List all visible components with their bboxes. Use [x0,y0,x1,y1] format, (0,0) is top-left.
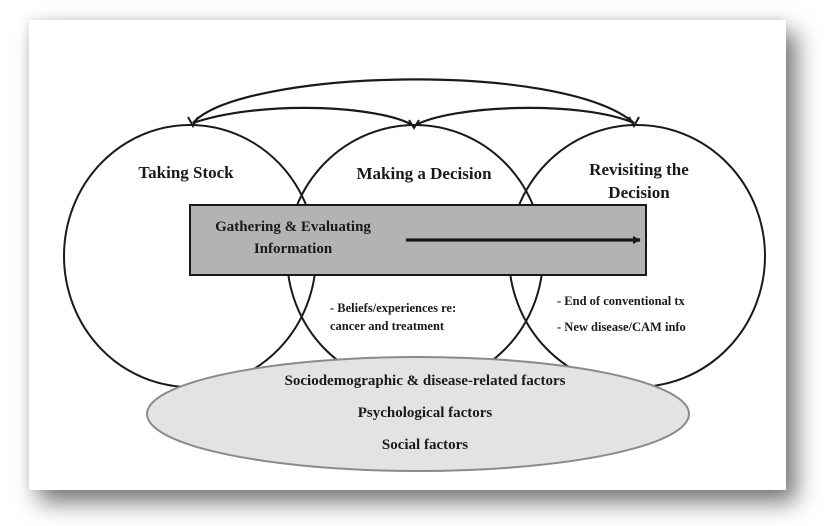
cycle-arc-outer [192,78,635,124]
phase-title-taking-stock: Taking Stock [138,163,234,182]
factor-sociodemographic: Sociodemographic & disease-related facto… [285,373,566,389]
factor-social: Social factors [382,437,468,453]
phase-title-revisiting-line2: Decision [608,183,670,202]
revisiting-note-2: - New disease/CAM info [557,320,686,334]
factors-ellipse [146,356,690,472]
cycle-arc-left [192,106,415,127]
revisiting-note-1: - End of conventional tx [557,294,686,308]
making-decision-note-1: - Beliefs/experiences re: [330,301,456,315]
process-label-line2: Information [254,241,333,257]
phase-title-making-decision: Making a Decision [356,164,492,183]
cycle-arc-right [413,106,635,127]
factor-psychological: Psychological factors [358,405,493,421]
process-label-line1: Gathering & Evaluating [215,219,371,235]
making-decision-note-2: cancer and treatment [330,319,445,333]
arrow-tip-making-decision [408,119,420,130]
phase-title-revisiting-line1: Revisiting the [589,160,689,179]
